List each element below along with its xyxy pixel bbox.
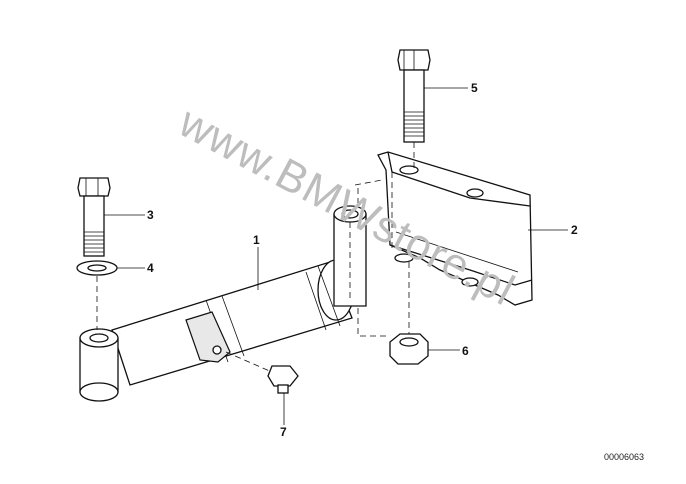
washer-4 (76, 260, 118, 330)
left-sleeve (79, 328, 119, 402)
callout-4: 4 (147, 261, 154, 275)
damper-tube (111, 259, 355, 386)
screw-7 (225, 351, 299, 394)
callout-6: 6 (462, 344, 469, 358)
mounting-bracket (354, 151, 533, 337)
callout-2: 2 (571, 223, 578, 237)
bolt-3 (77, 177, 111, 257)
bolt-5 (397, 49, 431, 170)
callout-7: 7 (280, 425, 287, 439)
right-sleeve (333, 205, 367, 307)
nut-6 (389, 262, 429, 365)
callout-3: 3 (147, 208, 154, 222)
document-id: 00006063 (604, 452, 644, 462)
callout-5: 5 (471, 81, 478, 95)
callout-1: 1 (253, 233, 260, 247)
leader-lines (104, 87, 568, 425)
